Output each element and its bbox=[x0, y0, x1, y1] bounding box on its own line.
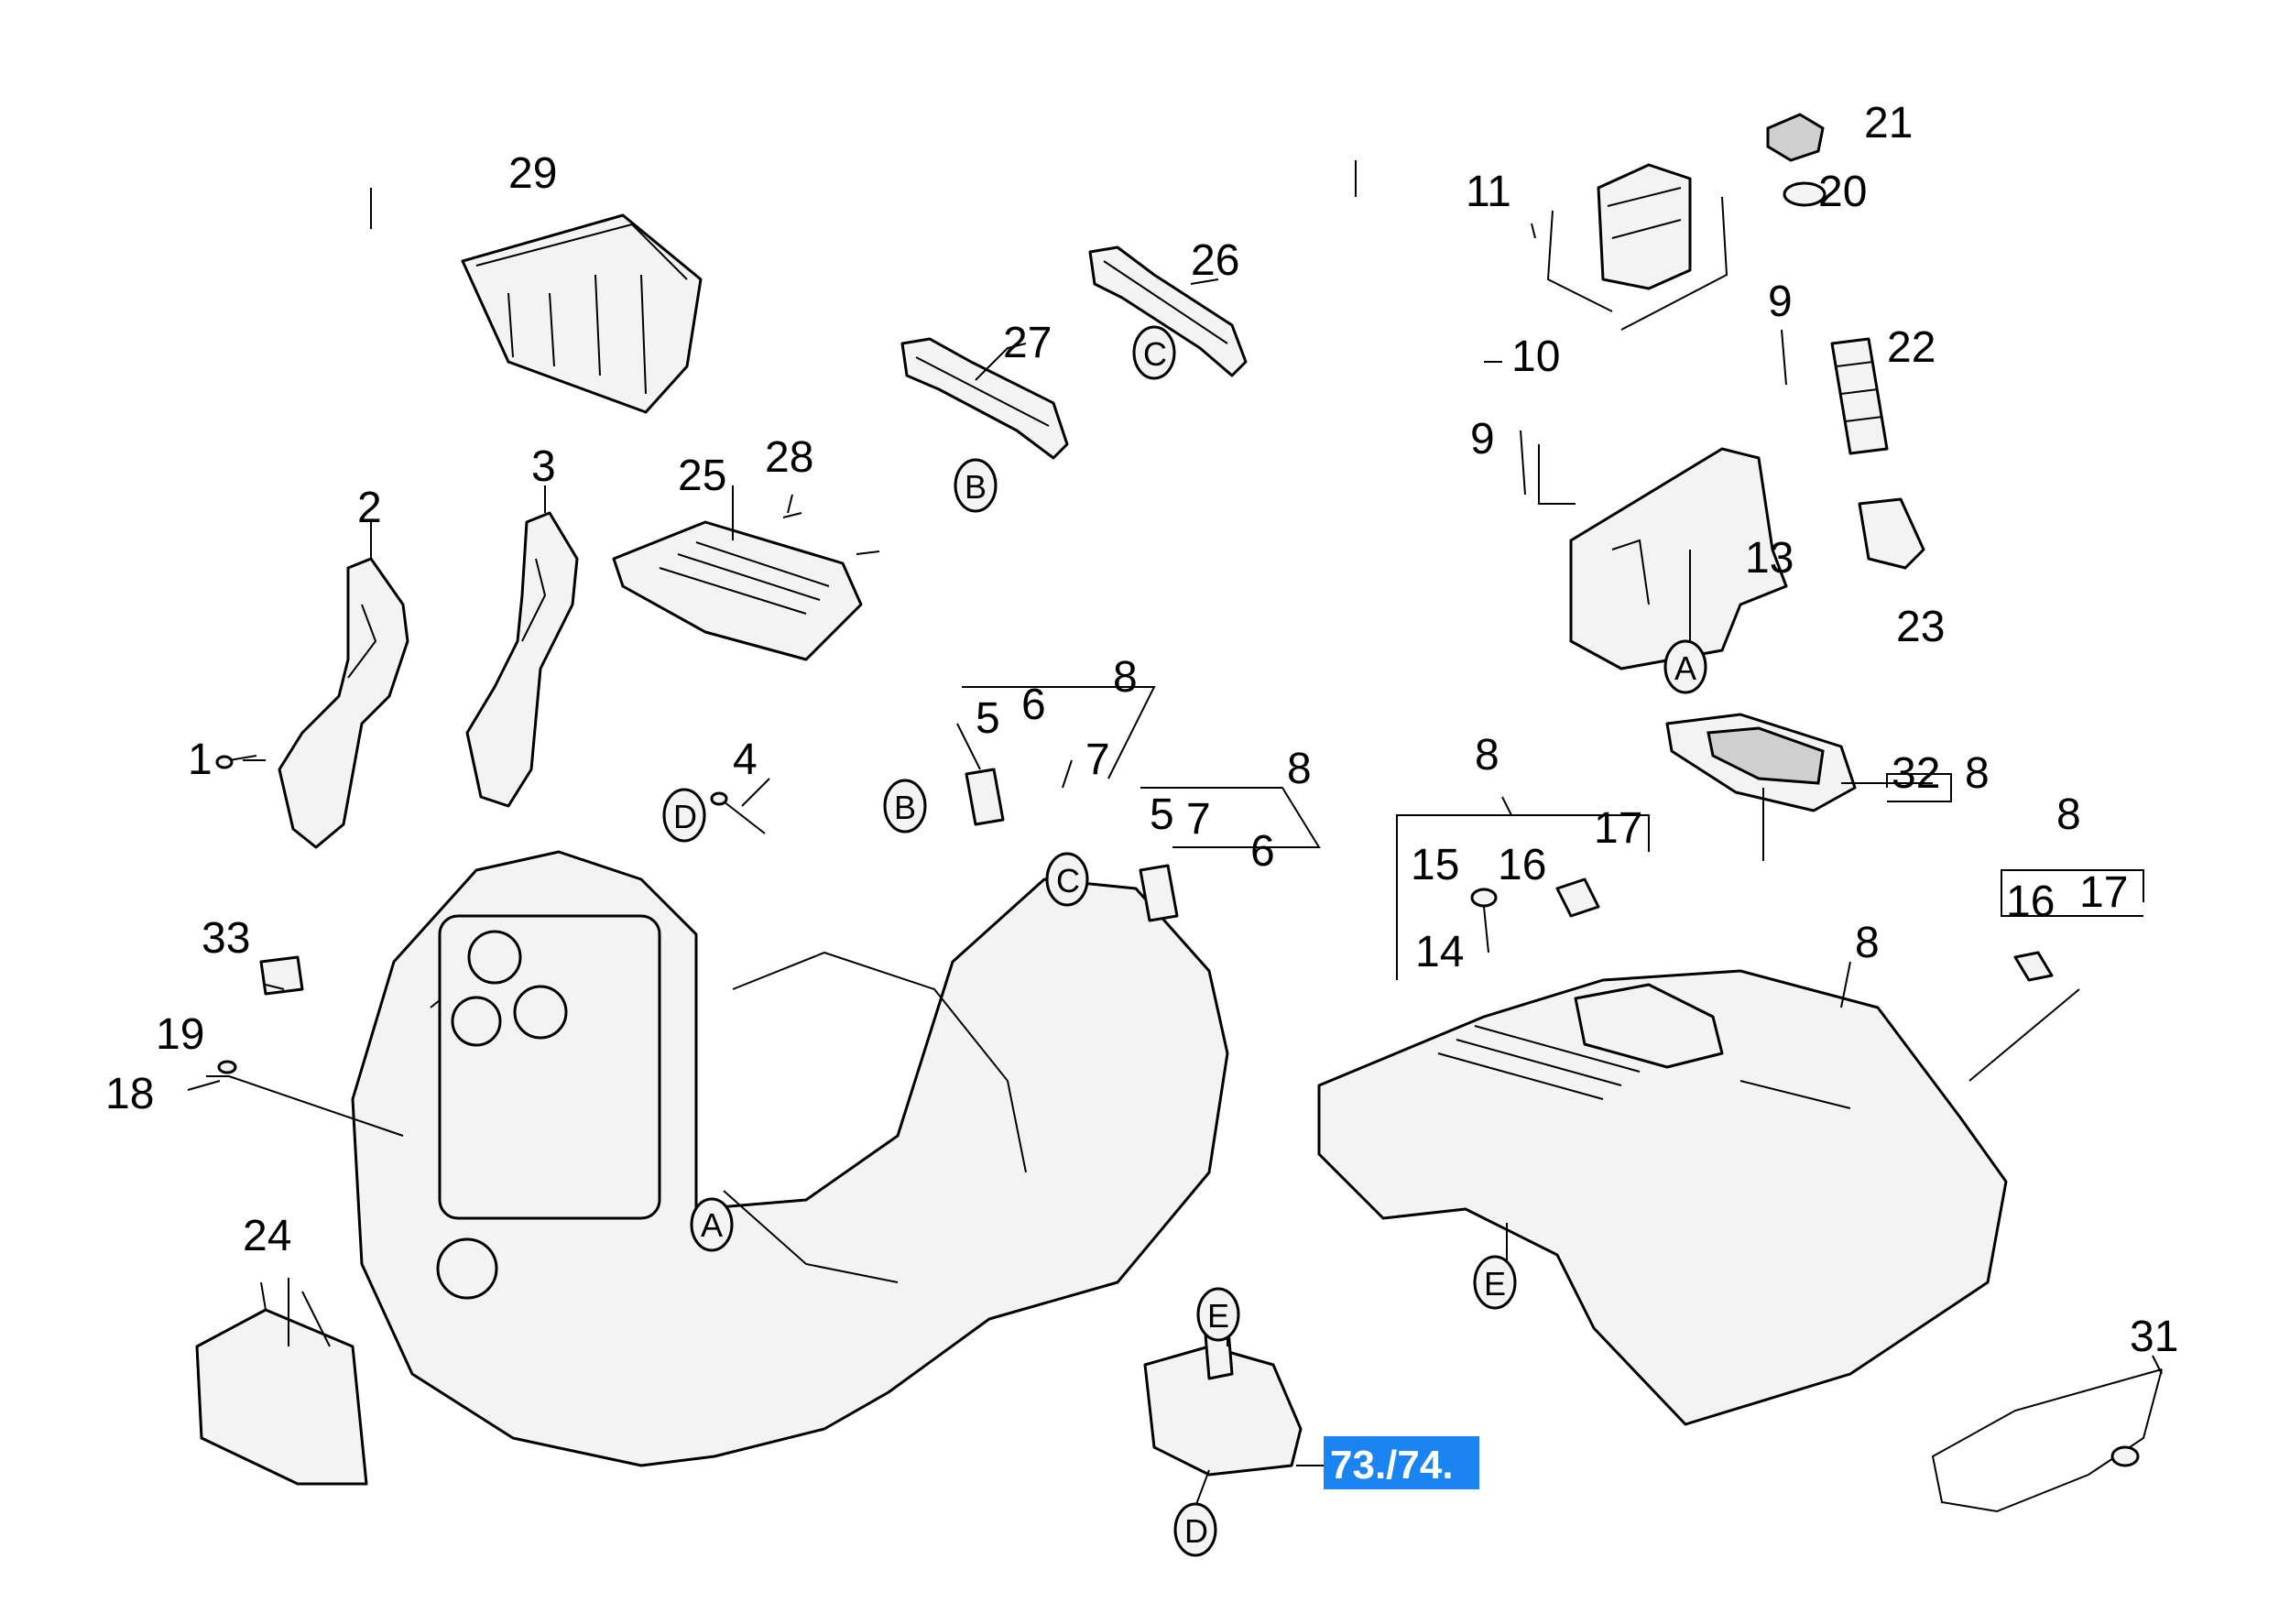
label-8d: 8 bbox=[1965, 749, 1990, 798]
part-26-bracket bbox=[1088, 245, 1248, 377]
highlight-text[interactable]: 73./74. bbox=[1330, 1443, 1454, 1488]
part-23-clip bbox=[1858, 497, 1925, 570]
svg-text:D: D bbox=[1184, 1512, 1208, 1550]
part-32-frame bbox=[1665, 713, 1857, 812]
part-33-sticker bbox=[259, 955, 304, 996]
label-16b: 16 bbox=[2006, 877, 2055, 926]
label-11: 11 bbox=[1466, 168, 1511, 216]
label-10: 10 bbox=[1511, 332, 1560, 381]
part-22-filter bbox=[1830, 337, 1889, 455]
part-20-oring bbox=[1783, 181, 1827, 207]
connector-b-top: B bbox=[954, 458, 998, 513]
label-25: 25 bbox=[678, 452, 726, 500]
label-8a: 8 bbox=[1113, 653, 1138, 702]
connector-callouts: A A B B C C D D bbox=[662, 325, 1707, 1557]
connector-a-top: A bbox=[1663, 639, 1707, 694]
connector-e-cover: E bbox=[1473, 1255, 1517, 1310]
svg-text:B: B bbox=[894, 789, 916, 826]
svg-text:C: C bbox=[1056, 862, 1080, 899]
connector-c-main: C bbox=[1045, 852, 1089, 907]
connector-c-top: C bbox=[1132, 325, 1176, 380]
label-18: 18 bbox=[105, 1070, 154, 1118]
label-3: 3 bbox=[531, 442, 556, 491]
fluid-canister bbox=[1597, 163, 1692, 290]
cover-shell bbox=[1317, 969, 2008, 1426]
part-29-tray bbox=[461, 213, 703, 414]
connector-e-valve: E bbox=[1196, 1287, 1240, 1342]
fasteners bbox=[187, 223, 2054, 1091]
label-8b: 8 bbox=[1287, 745, 1312, 793]
label-7a: 7 bbox=[1085, 736, 1110, 784]
svg-text:C: C bbox=[1143, 335, 1167, 373]
valve-assembly bbox=[1143, 1317, 1303, 1477]
part-labels: 1 2 3 4 5 6 7 8 5 7 6 8 8 8 8 8 9 9 10 1… bbox=[105, 99, 2178, 1361]
highlight-box[interactable] bbox=[1324, 1436, 1479, 1489]
label-26: 26 bbox=[1191, 236, 1239, 285]
svg-text:D: D bbox=[673, 798, 697, 835]
label-27: 27 bbox=[1003, 319, 1052, 367]
label-31: 31 bbox=[2130, 1313, 2178, 1361]
label-19: 19 bbox=[156, 1010, 204, 1059]
label-9a: 9 bbox=[1768, 278, 1793, 326]
part-2-handle bbox=[278, 557, 409, 849]
label-6b: 6 bbox=[1250, 827, 1275, 876]
part-13-mount bbox=[1569, 447, 1788, 670]
label-9b: 9 bbox=[1470, 415, 1495, 463]
connector-b-main: B bbox=[883, 779, 927, 834]
label-32: 32 bbox=[1892, 749, 1940, 798]
label-16a: 16 bbox=[1498, 841, 1546, 889]
connector-d-main: D bbox=[662, 788, 706, 843]
label-22: 22 bbox=[1887, 323, 1936, 372]
label-8f: 8 bbox=[1855, 919, 1880, 967]
svg-text:B: B bbox=[965, 468, 987, 506]
label-8e: 8 bbox=[2056, 790, 2081, 839]
main-housing bbox=[351, 850, 1229, 1467]
part-25-cover bbox=[612, 520, 863, 661]
label-5b: 5 bbox=[1150, 790, 1174, 839]
svg-text:A: A bbox=[701, 1206, 723, 1244]
label-33: 33 bbox=[202, 914, 250, 963]
label-28: 28 bbox=[765, 433, 813, 482]
highlight-73-74[interactable]: 73./74. bbox=[1324, 1436, 1479, 1489]
label-4: 4 bbox=[733, 736, 758, 784]
label-13: 13 bbox=[1745, 534, 1794, 583]
part-3-handle bbox=[465, 511, 579, 808]
connector-a-main: A bbox=[690, 1197, 734, 1252]
label-21: 21 bbox=[1864, 99, 1913, 147]
part-21-cap bbox=[1766, 113, 1825, 162]
label-2: 2 bbox=[357, 484, 382, 532]
svg-text:E: E bbox=[1484, 1265, 1506, 1302]
label-15: 15 bbox=[1411, 841, 1459, 889]
label-29: 29 bbox=[508, 149, 557, 198]
label-7b: 7 bbox=[1186, 795, 1211, 844]
label-20: 20 bbox=[1818, 168, 1867, 216]
label-5a: 5 bbox=[976, 694, 1000, 743]
label-23: 23 bbox=[1896, 603, 1945, 651]
leader-lines bbox=[206, 160, 2163, 1508]
connector-d-bottom: D bbox=[1173, 1502, 1217, 1557]
label-1: 1 bbox=[188, 736, 213, 784]
label-8c: 8 bbox=[1475, 731, 1499, 779]
label-14: 14 bbox=[1415, 928, 1464, 976]
svg-text:A: A bbox=[1674, 649, 1696, 687]
part-24-container bbox=[195, 1281, 368, 1486]
label-17a: 17 bbox=[1594, 804, 1642, 853]
label-24: 24 bbox=[243, 1212, 291, 1260]
part-31-cable bbox=[1931, 1368, 2163, 1513]
svg-text:E: E bbox=[1207, 1297, 1229, 1335]
label-6a: 6 bbox=[1021, 681, 1046, 729]
part-27-bracket bbox=[900, 337, 1069, 460]
label-17b: 17 bbox=[2079, 868, 2128, 917]
